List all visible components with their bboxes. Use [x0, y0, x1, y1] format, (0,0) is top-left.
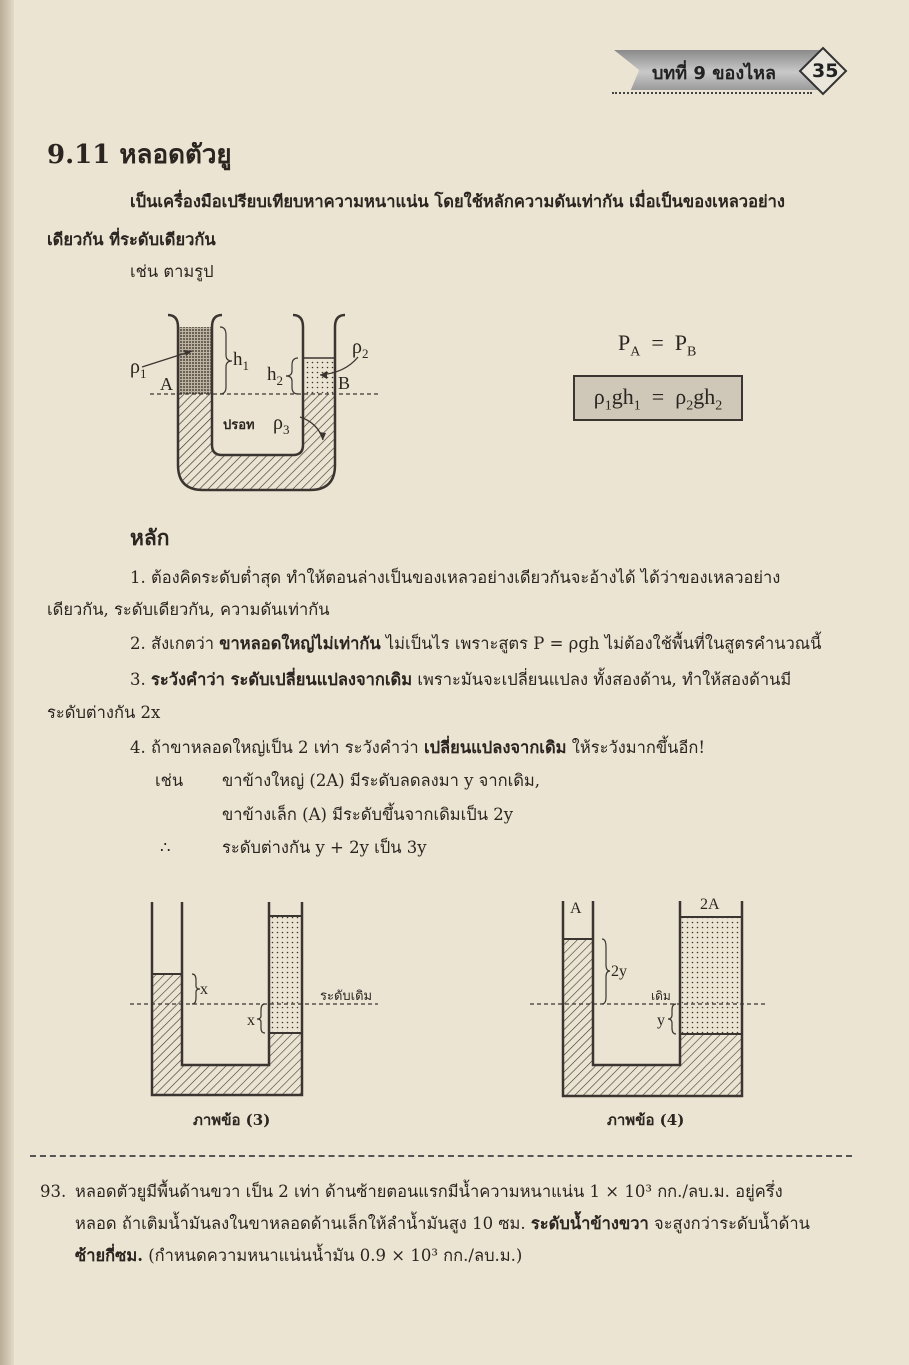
- x-right-label: x: [247, 1012, 255, 1029]
- principle-3-line-2: ระดับต่างกัน 2x: [47, 703, 161, 722]
- figure-4-diagram: A 2A 2y y เดิม: [530, 896, 765, 1098]
- question-number: 93.: [40, 1182, 67, 1201]
- intro-line-2: เดียวกัน ที่ระดับเดียวกัน: [47, 230, 216, 249]
- pressure-equality-equation: PA = PB: [618, 330, 697, 360]
- density-equation-box: ρ1gh1 = ρ2gh2: [573, 375, 743, 421]
- header-dotted-rule: [612, 92, 812, 94]
- example-label-2: เช่น: [155, 771, 184, 790]
- page-number: 35: [812, 60, 839, 82]
- example-line-2: ขาข้างเล็ก (A) มีระดับขึ้นจากเดิมเป็น 2y: [222, 805, 514, 824]
- area-2a-label: 2A: [700, 896, 720, 913]
- area-a-label: A: [570, 900, 582, 917]
- principle-2: 2. สังเกตว่า ขาหลอดใหญ่ไม่เท่ากัน ไม่เป็…: [130, 634, 822, 653]
- section-title: 9.11 หลอดตัวยู: [47, 140, 232, 170]
- point-a-label: A: [160, 374, 173, 394]
- original-level-label: เดิม: [651, 989, 671, 1003]
- question-divider: [30, 1155, 852, 1157]
- x-left-label: x: [200, 981, 208, 998]
- h1-label: h1: [233, 349, 249, 373]
- question-line-1: หลอดตัวยูมีพื้นด้านขวา เป็น 2 เท่า ด้านซ…: [75, 1182, 783, 1201]
- principle-1-line-1: 1. ต้องคิดระดับต่ำสุด ทำให้ตอนล่างเป็นขอ…: [130, 568, 781, 587]
- chapter-label: บทที่ 9 ของไหล: [652, 63, 777, 84]
- drop-y-label: y: [657, 1012, 665, 1029]
- question-line-3: ซ้ายกี่ซม. (กำหนดความหนาแน่นน้ำมัน 0.9 ×…: [75, 1246, 523, 1265]
- figure-4-caption: ภาพข้อ (4): [607, 1111, 685, 1129]
- figure-3-diagram: x x ระดับเดิม: [130, 902, 378, 1097]
- point-b-label: B: [338, 373, 350, 393]
- principle-3-line-1: 3. ระวังคำว่า ระดับเปลี่ยนแปลงจากเดิม เพ…: [130, 670, 792, 689]
- intro-line-1: เป็นเครื่องมือเปรียบเทียบหาความหนาแน่น โ…: [130, 192, 785, 211]
- example-line-3: ระดับต่างกัน y + 2y เป็น 3y: [222, 838, 427, 857]
- page-edge-shadow: [0, 0, 14, 1365]
- question-line-2: หลอด ถ้าเติมน้ำมันลงในขาหลอดด้านเล็กให้ล…: [75, 1214, 810, 1233]
- chapter-header-bar: [614, 50, 824, 90]
- mercury-label: ปรอท: [223, 418, 255, 433]
- h2-label: h2: [267, 364, 283, 388]
- u-tube-diagram: ρ1 A h1 h2 ρ2 B ปรอท ρ3: [130, 313, 380, 492]
- rho1-label: ρ1: [130, 356, 146, 381]
- rho3-label: ρ3: [273, 412, 289, 437]
- figure-3-caption: ภาพข้อ (3): [193, 1111, 271, 1129]
- original-level-label: ระดับเดิม: [320, 989, 372, 1004]
- therefore-symbol: ∴: [160, 838, 171, 857]
- example-line-1: ขาข้างใหญ่ (2A) มีระดับลดลงมา y จากเดิม,: [222, 771, 541, 790]
- rho2-label: ρ2: [352, 336, 368, 361]
- principle-1-line-2: เดียวกัน, ระดับเดียวกัน, ความดันเท่ากัน: [47, 600, 330, 619]
- principle-4: 4. ถ้าขาหลอดใหญ่เป็น 2 เท่า ระวังคำว่า เ…: [130, 738, 705, 757]
- page-number-diamond-icon: [798, 46, 848, 96]
- example-label: เช่น ตามรูป: [130, 262, 214, 281]
- principles-heading: หลัก: [130, 525, 170, 550]
- rise-2y-label: 2y: [611, 963, 627, 980]
